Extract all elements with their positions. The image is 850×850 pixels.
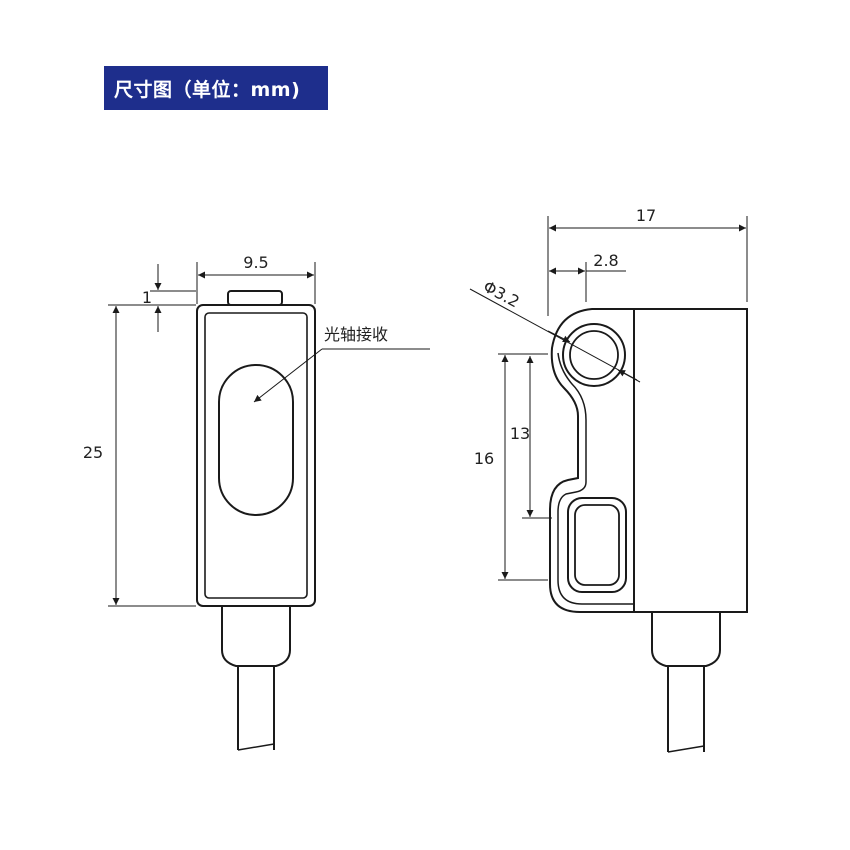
- front-cable-break: [237, 743, 275, 751]
- side-body-inner: [557, 352, 634, 605]
- side-outer-height-label: 16: [474, 449, 494, 468]
- front-callout-label: 光轴接收: [324, 325, 388, 344]
- front-body-inner: [204, 312, 308, 599]
- side-mount-hole-outer: [562, 323, 626, 387]
- side-cable-gland: [651, 612, 721, 667]
- front-cable-gland: [221, 606, 291, 667]
- side-offset-label: 2.8: [593, 251, 618, 270]
- front-height-label: 25: [83, 443, 103, 462]
- side-mount-hole-inner: [569, 330, 619, 380]
- front-callout-arrow: [253, 348, 323, 403]
- front-view: 9.5 1 25 光轴接收: [83, 253, 430, 751]
- side-lens-window-inner: [574, 504, 620, 586]
- side-width-label: 17: [636, 206, 656, 225]
- side-inner-height-label: 13: [510, 424, 530, 443]
- front-top-tab: [227, 290, 283, 306]
- front-lens-window: [218, 364, 294, 516]
- side-cable-break: [667, 745, 705, 753]
- front-body-outer: [196, 304, 316, 607]
- side-body-outer: [549, 308, 748, 613]
- front-offset-label: 1: [142, 288, 152, 307]
- front-width-label: 9.5: [243, 253, 268, 272]
- side-view: 17 2.8 Φ3.2 16 13: [469, 206, 748, 753]
- side-lens-window-outer: [567, 497, 627, 593]
- side-diameter-leader: [469, 288, 638, 381]
- page-title: 尺寸图（单位：mm): [104, 66, 328, 110]
